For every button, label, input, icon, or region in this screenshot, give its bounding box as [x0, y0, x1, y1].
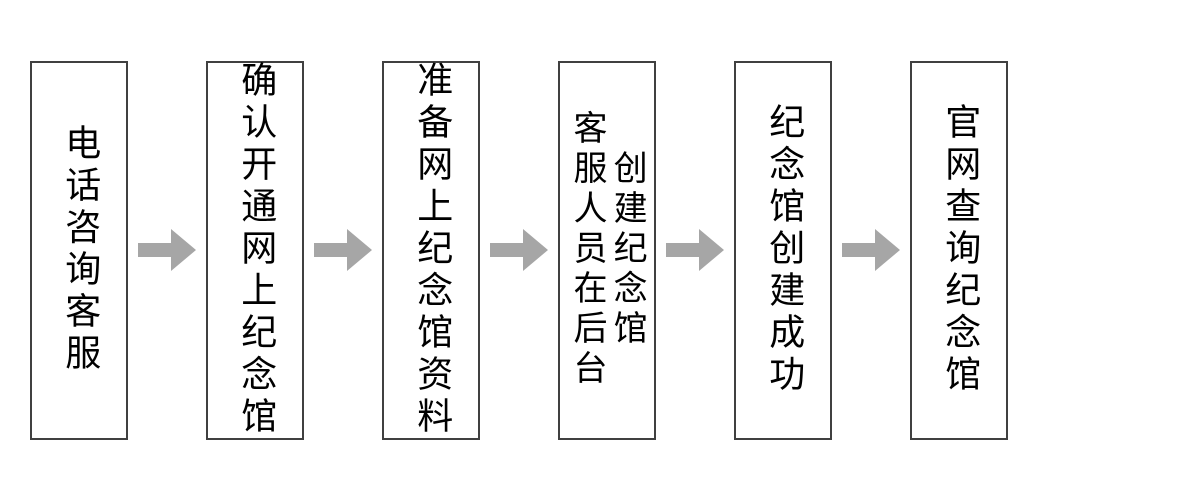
- right-arrow-icon: [666, 229, 724, 271]
- flow-node-label: 确认开通网上纪念馆: [235, 61, 277, 439]
- flow-node-prepare-memorial-materials[interactable]: 准备网上纪念馆资料: [382, 60, 480, 440]
- flow-node-label: 纪念馆创建成功: [763, 103, 805, 397]
- flow-arrow-5: [832, 226, 910, 274]
- flow-arrow-3: [480, 226, 558, 274]
- flow-node-label-column-1: 创建纪念馆: [607, 150, 648, 350]
- flow-node-confirm-open-online-memorial[interactable]: 确认开通网上纪念馆: [206, 60, 304, 440]
- flow-node-memorial-created-successfully[interactable]: 纪念馆创建成功: [734, 60, 832, 440]
- flow-node-label-column-2: 客服人员在后台: [567, 110, 607, 390]
- flow-node-label: 官网查询纪念馆: [939, 103, 981, 397]
- flow-node-label: 电话咨询客服: [59, 124, 101, 376]
- flow-node-phone-consult-support[interactable]: 电话咨询客服: [30, 60, 128, 440]
- right-arrow-icon: [138, 229, 196, 271]
- flow-arrow-2: [304, 226, 382, 274]
- right-arrow-icon: [490, 229, 548, 271]
- right-arrow-icon: [842, 229, 900, 271]
- flow-arrow-1: [128, 226, 206, 274]
- flow-node-label: 准备网上纪念馆资料: [411, 61, 453, 439]
- flow-arrow-4: [656, 226, 734, 274]
- flow-node-query-memorial-on-official-site[interactable]: 官网查询纪念馆: [910, 60, 1008, 440]
- flow-node-support-staff-create-memorial[interactable]: 创建纪念馆 客服人员在后台: [558, 60, 656, 440]
- right-arrow-icon: [314, 229, 372, 271]
